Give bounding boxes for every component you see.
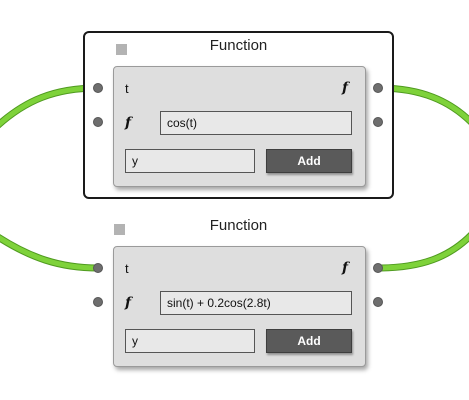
expression-input[interactable] [160,111,352,135]
node-collapse-icon[interactable] [116,44,127,55]
add-button[interactable]: Add [266,329,352,353]
new-param-input[interactable] [125,149,255,173]
input-port-t[interactable] [93,83,103,93]
output-port-f[interactable] [373,83,383,93]
input-port-f[interactable] [93,117,103,127]
output-port-extra[interactable] [373,297,383,307]
node-collapse-icon[interactable] [114,224,125,235]
node-title: Function [209,37,268,54]
expression-input[interactable] [160,291,352,315]
input-port-f[interactable] [93,297,103,307]
param-label-f: f [125,115,132,131]
input-label-t: t [125,81,129,96]
input-port-t[interactable] [93,263,103,273]
node-title: Function [209,217,268,234]
output-label-f: f [342,260,349,276]
output-label-f: f [342,80,349,96]
new-param-input[interactable] [125,329,255,353]
param-label-f: f [125,295,132,311]
add-button[interactable]: Add [266,149,352,173]
function-node[interactable]: Function [83,211,394,379]
node-body: t f f Add [113,66,366,187]
input-label-t: t [125,261,129,276]
node-body: t f f Add [113,246,366,367]
output-port-f[interactable] [373,263,383,273]
output-port-extra[interactable] [373,117,383,127]
